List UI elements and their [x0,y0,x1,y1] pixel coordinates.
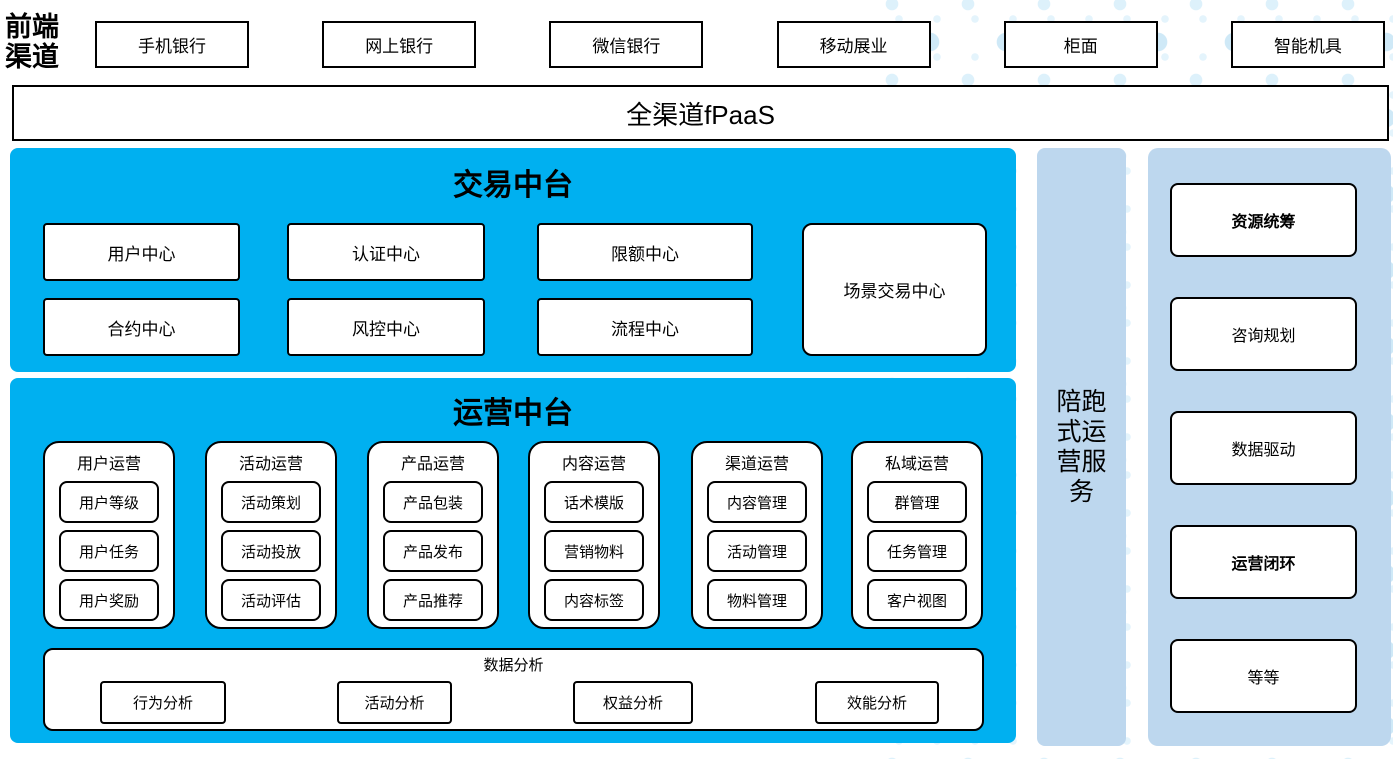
channel-box-mobile-showcase: 移动展业 [776,21,931,68]
ops-column-header: 渠道运营 [724,456,789,473]
trading-box-risk-center: 风控中心 [287,298,485,356]
channel-box-counter: 柜面 [1003,21,1158,68]
ops-column-header: 产品运营 [400,456,465,473]
ops-item: 用户任务 [59,530,159,572]
ops-column-header: 私域运营 [884,456,949,473]
analysis-box-activity: 活动分析 [337,681,452,724]
ops-column-header: 活动运营 [238,456,303,473]
analysis-box-behavior: 行为分析 [100,681,226,724]
side-service-bar: 陪跑式运营服务 [1037,148,1126,746]
trading-box-contract-center: 合约中心 [43,298,240,356]
ops-item: 内容管理 [707,481,807,523]
service-box-consulting: 咨询规划 [1170,297,1357,371]
data-analysis-strip: 数据分析 行为分析 活动分析 权益分析 效能分析 [43,648,984,731]
trading-box-process-center: 流程中心 [537,298,753,356]
ops-item: 产品包装 [383,481,483,523]
trading-box-auth-center: 认证中心 [287,223,485,281]
ops-item: 用户奖励 [59,579,159,621]
analysis-box-rights: 权益分析 [573,681,693,724]
operations-platform-title: 运营中台 [453,397,573,430]
channel-box-smart-devices: 智能机具 [1230,21,1385,68]
side-service-label: 陪跑式运营服务 [1056,388,1107,506]
ops-column-private-domain-ops: 私域运营 群管理 任务管理 客户视图 [851,441,983,629]
ops-item: 客户视图 [867,579,967,621]
ops-item: 活动投放 [221,530,321,572]
ops-item: 内容标签 [544,579,644,621]
ops-column-activity-ops: 活动运营 活动策划 活动投放 活动评估 [205,441,337,629]
channel-box-online-banking: 网上银行 [322,21,477,68]
right-service-panel: 资源统筹 咨询规划 数据驱动 运营闭环 等等 [1148,148,1391,746]
ops-item: 活动策划 [221,481,321,523]
service-box-resource-planning: 资源统筹 [1170,183,1357,257]
trading-box-limit-center: 限额中心 [537,223,753,281]
front-channels-row: 手机银行 网上银行 微信银行 移动展业 柜面 智能机具 [95,21,1385,68]
channel-box-mobile-banking: 手机银行 [95,21,249,68]
ops-column-product-ops: 产品运营 产品包装 产品发布 产品推荐 [367,441,499,629]
ops-column-content-ops: 内容运营 话术模版 营销物料 内容标签 [528,441,660,629]
ops-column-user-ops: 用户运营 用户等级 用户任务 用户奖励 [43,441,175,629]
channel-box-wechat-banking: 微信银行 [549,21,704,68]
service-box-etc: 等等 [1170,639,1357,713]
ops-item: 产品推荐 [383,579,483,621]
service-box-operation-loop: 运营闭环 [1170,525,1357,599]
ops-item: 活动管理 [707,530,807,572]
trading-platform-block: 交易中台 用户中心 认证中心 限额中心 合约中心 风控中心 流程中心 场景交易中… [10,148,1016,372]
trading-box-user-center: 用户中心 [43,223,240,281]
ops-item: 话术模版 [544,481,644,523]
ops-item: 活动评估 [221,579,321,621]
ops-item: 用户等级 [59,481,159,523]
ops-item: 任务管理 [867,530,967,572]
ops-item: 群管理 [867,481,967,523]
analysis-box-efficiency: 效能分析 [815,681,939,724]
ops-item: 物料管理 [707,579,807,621]
ops-item: 营销物料 [544,530,644,572]
ops-column-header: 内容运营 [561,456,626,473]
ops-item: 产品发布 [383,530,483,572]
ops-column-channel-ops: 渠道运营 内容管理 活动管理 物料管理 [691,441,823,629]
data-analysis-title: 数据分析 [483,657,544,674]
front-channels-label: 前端渠道 [5,12,59,72]
service-box-data-driven: 数据驱动 [1170,411,1357,485]
ops-column-header: 用户运营 [76,456,141,473]
fpaas-bar: 全渠道fPaaS [12,85,1389,141]
trading-box-scenario-trading-center: 场景交易中心 [802,223,987,356]
operations-platform-block: 运营中台 用户运营 用户等级 用户任务 用户奖励 活动运营 活动策划 活动投放 … [10,378,1016,743]
trading-platform-title: 交易中台 [453,169,573,202]
